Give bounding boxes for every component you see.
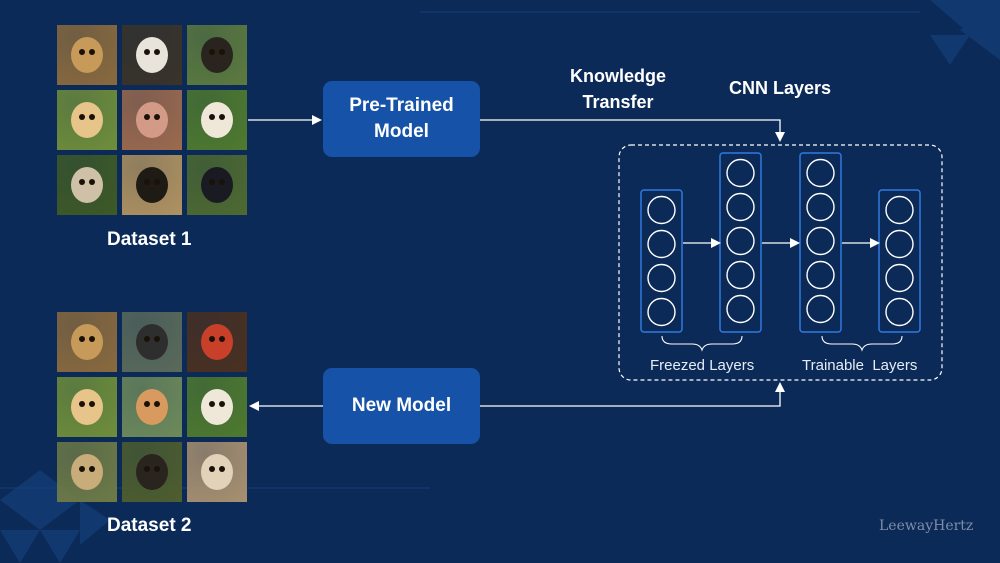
macaque-photo <box>122 90 182 150</box>
arrow-cnn-to-new-model <box>480 382 785 407</box>
marmoset-photo <box>57 155 117 215</box>
gorilla-photo <box>122 312 182 372</box>
cnn-layers-label: CNN Layers <box>728 78 832 98</box>
neuron-node <box>647 297 676 327</box>
capuchin-photo <box>187 90 247 150</box>
dataset-2-label: Dataset 2 <box>107 515 192 536</box>
layer-outline <box>878 189 921 333</box>
chimpanzee-photo <box>122 442 182 502</box>
pretrained-model-label: Pre-Trained Model <box>349 95 454 142</box>
new-model-box: New Model <box>323 368 480 444</box>
neuron-node <box>885 195 914 225</box>
arrow-pretrained-to-cnn <box>480 119 785 142</box>
neuron-node <box>806 260 835 290</box>
neuron-node <box>647 263 676 293</box>
capuchin-photo <box>187 377 247 437</box>
tarsier-photo <box>57 312 117 372</box>
chimpanzee-photo <box>187 25 247 85</box>
dataset-1-label: Dataset 1 <box>107 229 192 250</box>
cnn-layer-column-4 <box>878 189 921 333</box>
layer-outline <box>640 189 683 333</box>
baboon-photo <box>57 442 117 502</box>
neuron-node <box>806 294 835 324</box>
freezed-layers-label: Freezed Layers <box>650 357 755 374</box>
knowledge-transfer-label: Knowledge Transfer <box>569 66 666 112</box>
neuron-node <box>726 192 755 222</box>
trainable-layers-brace <box>821 335 903 352</box>
spider-monkey-photo <box>122 155 182 215</box>
neuron-node <box>726 226 755 256</box>
neuron-node <box>806 158 835 188</box>
neuron-node <box>885 229 914 259</box>
cnn-layer-column-1 <box>640 189 683 333</box>
neuron-node <box>806 226 835 256</box>
hamadryas-baboon-photo <box>187 442 247 502</box>
dataset-1-image-grid <box>57 25 247 215</box>
freezed-layers-brace <box>661 335 743 352</box>
proboscis-monkey-photo <box>122 377 182 437</box>
watermark-logo: LeewayHertz <box>879 518 974 534</box>
neuron-node <box>806 192 835 222</box>
neuron-node <box>726 260 755 290</box>
tarsier-photo <box>57 25 117 85</box>
neuron-node <box>885 263 914 293</box>
layer-outline <box>719 152 762 333</box>
tamarin-photo <box>122 25 182 85</box>
mandrill-photo <box>187 312 247 372</box>
cnn-layer-column-3 <box>799 152 842 333</box>
neuron-node <box>885 297 914 327</box>
pretrained-model-box: Pre-Trained Model <box>323 81 480 157</box>
dataset-2-image-grid <box>57 312 247 502</box>
neuron-node <box>647 229 676 259</box>
neuron-node <box>726 158 755 188</box>
trainable-layers-label: Trainable Layers <box>802 357 918 374</box>
blue-faced-monkey-photo <box>187 155 247 215</box>
neuron-node <box>647 195 676 225</box>
squirrel-monkey-photo <box>57 90 117 150</box>
cnn-layer-1 <box>640 152 921 333</box>
cnn-layer-column-2 <box>719 152 762 333</box>
squirrel-monkey-photo <box>57 377 117 437</box>
neuron-node <box>726 294 755 324</box>
layer-outline <box>799 152 842 333</box>
new-model-label: New Model <box>351 395 452 416</box>
cnn-layers-container <box>618 144 943 381</box>
